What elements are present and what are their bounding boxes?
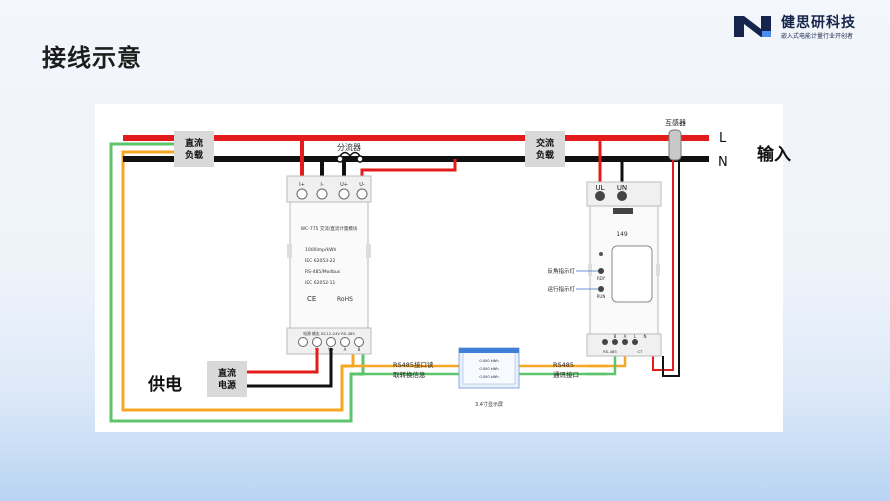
dc-cert-rohs: RoHS	[337, 296, 353, 303]
ac-bterm-1: B	[614, 334, 617, 339]
input-label: 输入	[757, 145, 791, 165]
rs485-right-label-2: 通讯接口	[553, 370, 579, 379]
ac-load-label-1: 交流	[536, 137, 554, 149]
dc-load-box	[174, 131, 214, 167]
ac-term-UL: UL	[595, 184, 604, 192]
ac-meter-number: 149	[616, 231, 628, 238]
dc-bottom-header: 电源 输出 DC12-24V RS-485	[303, 331, 355, 336]
line-N-label: N	[718, 155, 728, 170]
rs485-orange-to-ac	[587, 356, 627, 368]
ac-bgroup-2: CT	[638, 349, 644, 354]
dc-power-label-2: 电源	[218, 379, 236, 391]
power-wire-black	[247, 348, 333, 388]
transformer-label: 互感器	[665, 118, 686, 127]
ac-load-box	[525, 131, 565, 167]
rs485-left-label-2: 取转换信息	[393, 370, 426, 379]
ac-bterm-2: A	[624, 334, 627, 339]
brand-logo: 健思研科技 嵌入式电能计量行业开创者	[731, 12, 881, 42]
ac-bgroup-1: RS-485	[603, 349, 617, 354]
shunt-node-right	[356, 155, 364, 163]
dc-power-label-1: 直流	[218, 367, 236, 379]
dc-spec-1: 1000imp/kWh	[305, 247, 337, 253]
display-row-3: 0.000 kWh	[479, 375, 498, 379]
dc-term-1: I+	[299, 182, 305, 188]
ac-load-label-2: 负载	[536, 149, 554, 161]
rs485-right-label-1: RS485	[553, 361, 574, 369]
shunt-node-left	[336, 155, 344, 163]
display-screen: 0.000 kWh 0.000 kWh 0.000 kWh	[458, 347, 520, 389]
ac-indicator-1-code: RDY	[597, 276, 606, 281]
wiring-diagram-svg: 分流器 直流 负载 交流 负载 互感器 L N I+ I- U+ U- WC-7…	[109, 118, 728, 423]
page-title: 接线示意	[42, 44, 142, 72]
dc-load-label-1: 直流	[185, 137, 203, 149]
brand-name: 健思研科技	[781, 15, 856, 31]
dc-power-box	[207, 361, 247, 397]
indicator-1-label: 反角指示灯	[547, 267, 575, 275]
dc-load-label-2: 负载	[185, 149, 203, 161]
dc-meter: I+ I- U+ U- WC-775 交流/直流计量模块 1000imp/kWh…	[286, 175, 372, 355]
ac-indicator-2-code: RUN	[597, 294, 606, 299]
display-caption: 3.4寸显示屏	[475, 401, 503, 408]
line-L-label: L	[719, 131, 727, 146]
display-row-1: 0.000 kWh	[479, 359, 498, 363]
dc-bterm-4: B	[358, 347, 361, 352]
shunt-coil	[339, 151, 361, 158]
rs485-green-to-ac	[587, 356, 617, 376]
dc-spec-2: IEC 62053-22	[305, 258, 336, 264]
brand-slogan: 嵌入式电能计量行业开创者	[781, 33, 854, 40]
power-supply-label: 供电	[148, 375, 182, 395]
display-row-2: 0.000 kWh	[479, 367, 498, 371]
dc-spec-4: IEC 62052-11	[305, 280, 336, 286]
indicator-2-label: 运行指示灯	[547, 285, 575, 293]
dc-cert-ce: CE	[307, 295, 316, 303]
wire-red-U-	[360, 159, 457, 182]
dc-spec-3: RS-485/Modbus	[305, 269, 341, 275]
transformer-icon	[668, 129, 682, 161]
dc-bterm-3: A	[344, 347, 347, 352]
shunt-label: 分流器	[337, 142, 361, 152]
ac-term-UN: UN	[617, 184, 627, 192]
rs485-left-label-1: RS485接口读	[393, 360, 434, 369]
dc-term-2: I-	[320, 182, 323, 188]
power-wire-red	[247, 348, 319, 374]
wiring-diagram: 分流器 直流 负载 交流 负载 互感器 L N I+ I- U+ U- WC-7…	[95, 104, 783, 432]
ac-bterm-4: N	[644, 334, 647, 339]
dc-term-3: U+	[340, 182, 348, 188]
ac-meter: UL UN 149 RDY RUN B A L N RS-485 CT	[586, 181, 662, 357]
wire-ct-black	[662, 160, 680, 377]
brand-mark-icon	[734, 16, 771, 37]
dc-term-4: U-	[359, 182, 365, 188]
dc-meter-model: WC-775 交流/直流计量模块	[301, 225, 358, 232]
ac-bterm-3: L	[634, 334, 637, 339]
